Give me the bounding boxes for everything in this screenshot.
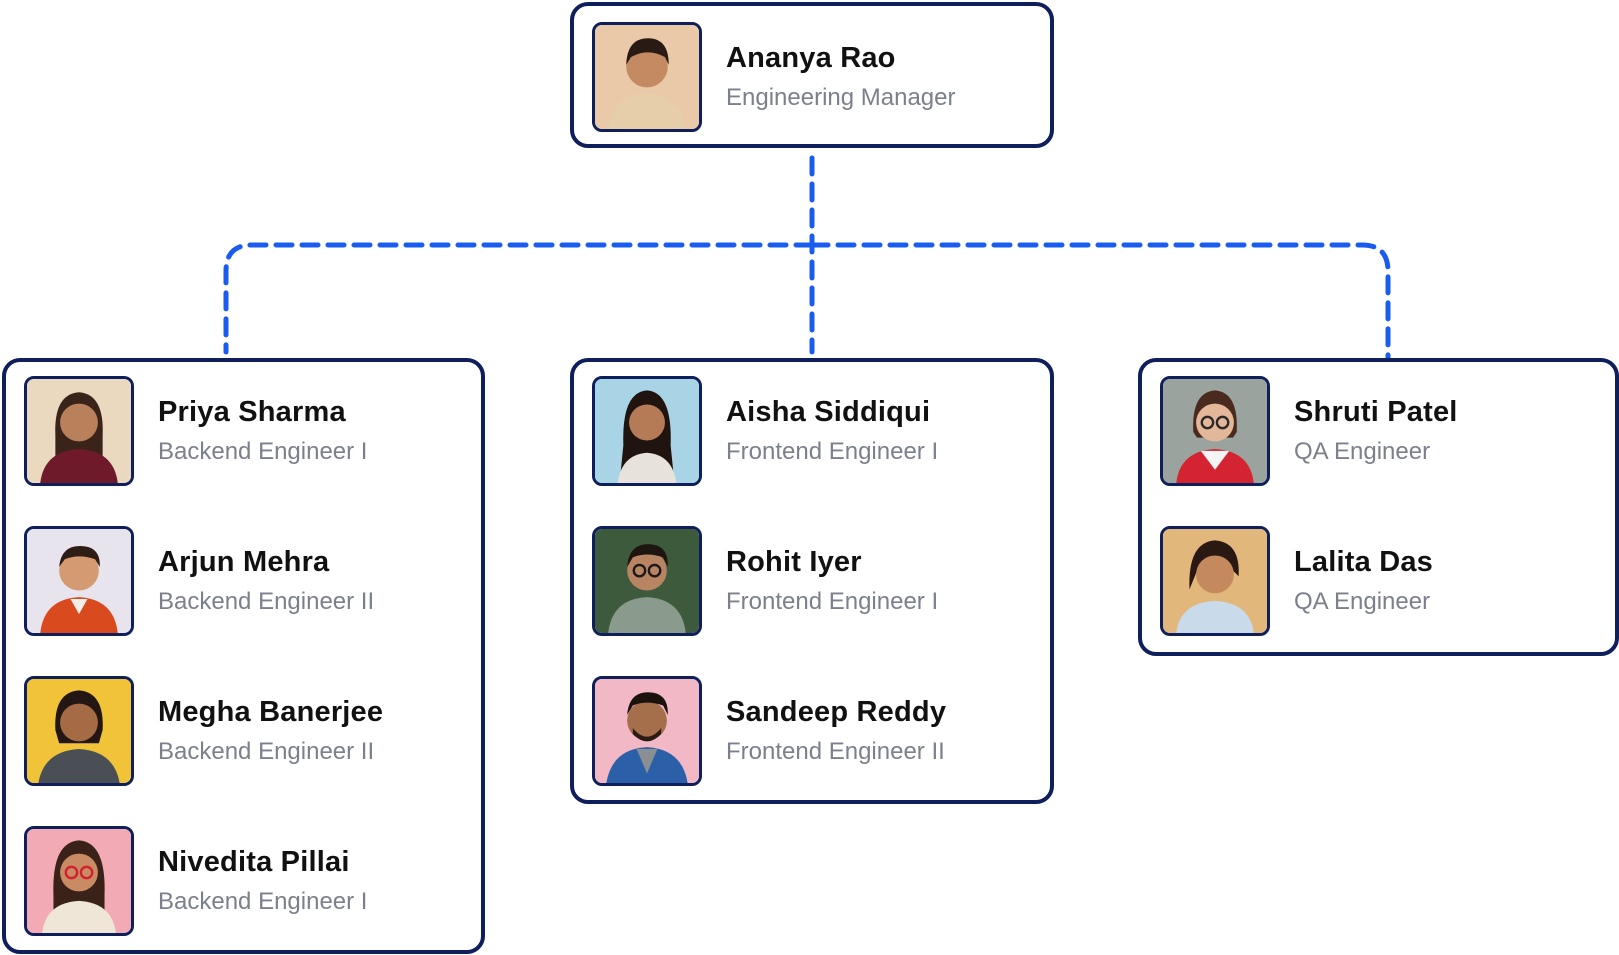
person-name: Priya Sharma bbox=[158, 396, 346, 428]
avatar bbox=[592, 676, 702, 786]
person-megha-banerjee[interactable]: Megha Banerjee Backend Engineer II bbox=[24, 676, 454, 786]
avatar bbox=[592, 526, 702, 636]
person-aisha-siddiqui[interactable]: Aisha Siddiqui Frontend Engineer I bbox=[592, 376, 1022, 486]
connector-branch-left bbox=[223, 242, 815, 355]
person-priya-sharma[interactable]: Priya Sharma Backend Engineer I bbox=[24, 376, 454, 486]
person-silhouette-icon bbox=[27, 529, 131, 633]
avatar bbox=[1160, 526, 1270, 636]
person-silhouette-icon bbox=[27, 379, 131, 483]
avatar bbox=[592, 22, 702, 132]
person-silhouette-icon bbox=[595, 379, 699, 483]
person-name: Megha Banerjee bbox=[158, 696, 384, 728]
person-sandeep-reddy[interactable]: Sandeep Reddy Frontend Engineer II bbox=[592, 676, 1022, 786]
person-lalita-das[interactable]: Lalita Das QA Engineer bbox=[1160, 526, 1590, 636]
avatar bbox=[24, 826, 134, 936]
team-card-qa: Shruti Patel QA Engineer Lalita Das QA E… bbox=[1138, 358, 1619, 656]
person-role: QA Engineer bbox=[1294, 588, 1431, 615]
person-silhouette-icon bbox=[27, 829, 131, 933]
person-name: Sandeep Reddy bbox=[726, 696, 947, 728]
person-role: Frontend Engineer II bbox=[726, 738, 945, 765]
person-name: Ananya Rao bbox=[726, 42, 896, 74]
avatar bbox=[24, 376, 134, 486]
person-silhouette-icon bbox=[595, 679, 699, 783]
person-name: Arjun Mehra bbox=[158, 546, 330, 578]
person-name: Aisha Siddiqui bbox=[726, 396, 931, 428]
team-card-backend: Priya Sharma Backend Engineer I Arjun Me… bbox=[2, 358, 485, 954]
avatar bbox=[24, 676, 134, 786]
person-name: Rohit Iyer bbox=[726, 546, 862, 578]
person-name: Nivedita Pillai bbox=[158, 846, 350, 878]
person-name: Lalita Das bbox=[1294, 546, 1433, 578]
avatar bbox=[1160, 376, 1270, 486]
person-role: Backend Engineer II bbox=[158, 588, 375, 615]
avatar bbox=[24, 526, 134, 636]
person-nivedita-pillai[interactable]: Nivedita Pillai Backend Engineer I bbox=[24, 826, 454, 936]
person-role: Backend Engineer I bbox=[158, 888, 368, 915]
person-silhouette-icon bbox=[595, 25, 699, 129]
person-rohit-iyer[interactable]: Rohit Iyer Frontend Engineer I bbox=[592, 526, 1022, 636]
person-arjun-mehra[interactable]: Arjun Mehra Backend Engineer II bbox=[24, 526, 454, 636]
person-silhouette-icon bbox=[1163, 529, 1267, 633]
person-role: QA Engineer bbox=[1294, 438, 1431, 465]
person-role: Backend Engineer I bbox=[158, 438, 368, 465]
person-silhouette-icon bbox=[27, 679, 131, 783]
person-silhouette-icon bbox=[595, 529, 699, 633]
person-silhouette-icon bbox=[1163, 379, 1267, 483]
manager-card[interactable]: Ananya Rao Engineering Manager bbox=[570, 2, 1054, 148]
connector-branch-right bbox=[809, 242, 1391, 371]
team-card-frontend: Aisha Siddiqui Frontend Engineer I Rohit… bbox=[570, 358, 1054, 804]
person-name: Shruti Patel bbox=[1294, 396, 1458, 428]
person-role: Frontend Engineer I bbox=[726, 588, 939, 615]
person-shruti-patel[interactable]: Shruti Patel QA Engineer bbox=[1160, 376, 1590, 486]
person-ananya-rao[interactable]: Ananya Rao Engineering Manager bbox=[592, 22, 1022, 132]
person-role: Backend Engineer II bbox=[158, 738, 375, 765]
person-role: Engineering Manager bbox=[726, 84, 956, 111]
avatar bbox=[592, 376, 702, 486]
person-role: Frontend Engineer I bbox=[726, 438, 939, 465]
